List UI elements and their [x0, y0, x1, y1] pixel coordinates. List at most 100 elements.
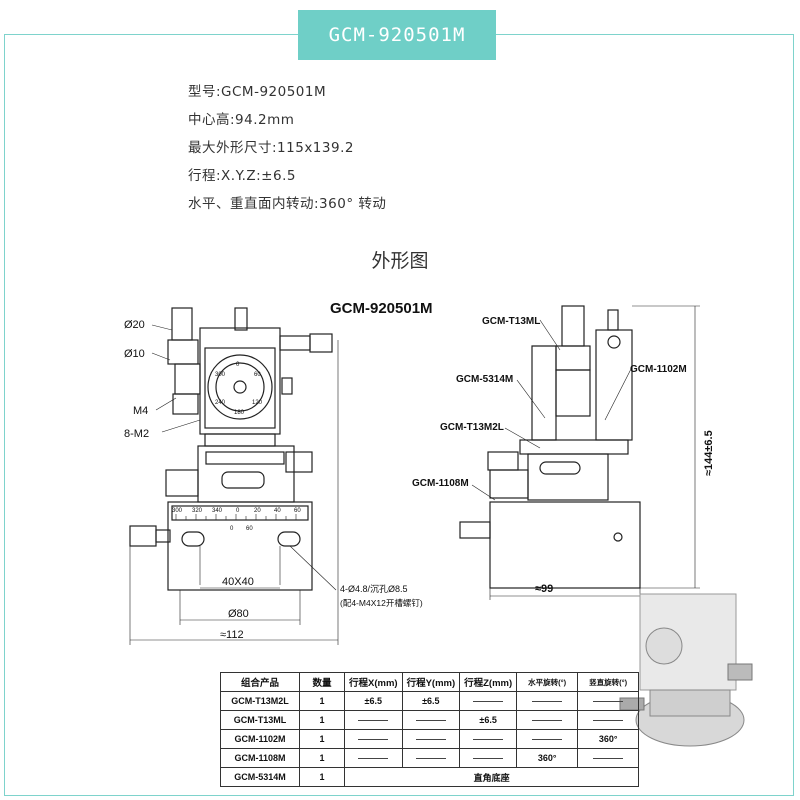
dial-120: 120 — [252, 400, 263, 406]
label-1102m: GCM-1102M — [630, 364, 687, 375]
table-header: 数量 — [299, 672, 345, 692]
cell-qty: 1 — [299, 729, 345, 749]
scale-340: 340 — [212, 508, 223, 514]
scale-60: 60 — [294, 508, 301, 514]
cell-merged-note: 直角底座 — [343, 767, 640, 787]
dim-d80: Ø80 — [228, 608, 249, 620]
scale-40: 40 — [274, 508, 281, 514]
table-row: GCM-T13ML 1 ±6.5 — [220, 710, 640, 730]
scale-band — [171, 505, 309, 521]
side-base-knob — [459, 521, 491, 539]
cell-z: ±6.5 — [459, 710, 518, 730]
cell-z — [459, 729, 518, 749]
cell-x — [344, 748, 403, 768]
side-slot — [539, 461, 581, 475]
dial-300: 300 — [215, 372, 226, 378]
spec-center-height: 中心高:94.2mm — [188, 112, 295, 128]
section-title: 外形图 — [371, 250, 429, 272]
left-micrometer-lower — [174, 363, 201, 395]
cell-h: 360° — [516, 748, 579, 768]
dial-plate — [204, 347, 276, 429]
spec-model: 型号:GCM-920501M — [188, 84, 327, 100]
dim-99: ≈99 — [535, 583, 553, 595]
cell-qty: 1 — [299, 710, 345, 730]
side-t13ml — [555, 369, 591, 417]
side-left-micrometer — [489, 469, 529, 499]
side-base-hole — [613, 532, 623, 542]
label-1108m: GCM-1108M — [412, 478, 469, 489]
table-header: 行程X(mm) — [344, 672, 403, 692]
right-xy-micrometer — [285, 451, 313, 473]
dial-inner-ring — [215, 362, 265, 412]
dial-180: 180 — [234, 410, 245, 416]
table-row: GCM-T13M2L 1 ±6.5 ±6.5 — [220, 691, 640, 711]
cell-x — [344, 729, 403, 749]
model-title-badge: GCM-920501M — [298, 10, 496, 60]
side-1108m — [489, 501, 641, 589]
side-micrometer-body — [555, 345, 591, 371]
drawing-model-label: GCM-920501M — [330, 300, 433, 317]
scale-0: 0 — [236, 508, 240, 514]
rotation-base — [167, 501, 313, 591]
scale-20: 20 — [254, 508, 261, 514]
clamp-block — [172, 393, 199, 415]
cell-v — [577, 710, 640, 730]
dial-0: 0 — [236, 362, 240, 368]
base-knob — [129, 525, 157, 547]
spec-rotation: 水平、重直面内转动:360° 转动 — [188, 196, 387, 212]
cell-y — [401, 748, 461, 768]
label-m2: 8-M2 — [124, 428, 149, 440]
column — [204, 433, 276, 447]
cell-qty: 1 — [299, 691, 345, 711]
xy-stage — [197, 445, 295, 503]
spec-max-size: 最大外形尺寸:115x139.2 — [188, 140, 354, 156]
dim-d20: Ø20 — [124, 319, 145, 331]
table-row: GCM-1108M 1 360° — [220, 748, 640, 768]
cell-y — [401, 729, 461, 749]
side-knob — [607, 335, 621, 349]
left-micrometer-top — [171, 307, 193, 341]
table-header: 竖直旋转(°) — [577, 672, 640, 692]
scale-sub-60: 60 — [246, 526, 253, 532]
components-table: 组合产品 数量 行程X(mm) 行程Y(mm) 行程Z(mm) 水平旋转(°) … — [220, 672, 640, 787]
side-t13m2l — [527, 453, 609, 501]
cell-h — [516, 729, 579, 749]
cell-product: GCM-T13M2L — [220, 691, 300, 711]
label-holes: 4-Ø4.8/沉孔Ø8.5 — [340, 584, 408, 594]
scale-320: 320 — [192, 508, 203, 514]
cell-z — [459, 748, 518, 768]
dim-d10: Ø10 — [124, 348, 145, 360]
cell-x: ±6.5 — [344, 691, 403, 711]
cell-product: GCM-T13ML — [220, 710, 300, 730]
table-row: GCM-5314M 1 直角底座 — [220, 767, 640, 787]
scale-sub-0: 0 — [230, 526, 234, 532]
side-left-knob — [487, 451, 519, 471]
dim-40x40: 40X40 — [222, 576, 254, 588]
label-screws: (配4-M4X12开槽螺钉) — [340, 598, 423, 608]
cell-qty: 1 — [299, 748, 345, 768]
cell-h — [516, 691, 579, 711]
top-knob — [234, 307, 248, 331]
right-micrometer — [279, 335, 311, 351]
dim-144: ≈144±6.5 — [703, 430, 715, 476]
right-micrometer-knob — [309, 333, 333, 353]
cell-h — [516, 710, 579, 730]
spec-list: 型号:GCM-920501M 中心高:94.2mm 最大外形尺寸:115x139… — [188, 78, 386, 218]
label-t13m2l: GCM-T13M2L — [440, 422, 504, 433]
side-knob-top — [607, 309, 619, 331]
cell-product: GCM-5314M — [220, 767, 300, 787]
dim-112: ≈112 — [220, 629, 244, 641]
label-t13ml: GCM-T13ML — [482, 316, 540, 327]
left-xy-micrometer — [165, 469, 199, 497]
slot-right — [277, 531, 301, 547]
label-m4: M4 — [133, 405, 148, 417]
dial-center — [233, 380, 247, 394]
scale-300: 300 — [172, 508, 183, 514]
dial-240: 240 — [215, 400, 226, 406]
cell-product: GCM-1102M — [220, 729, 300, 749]
table-header: 行程Z(mm) — [459, 672, 518, 692]
spec-travel: 行程:X.Y.Z:±6.5 — [188, 168, 296, 184]
product-render — [619, 593, 753, 747]
cell-v — [577, 691, 640, 711]
